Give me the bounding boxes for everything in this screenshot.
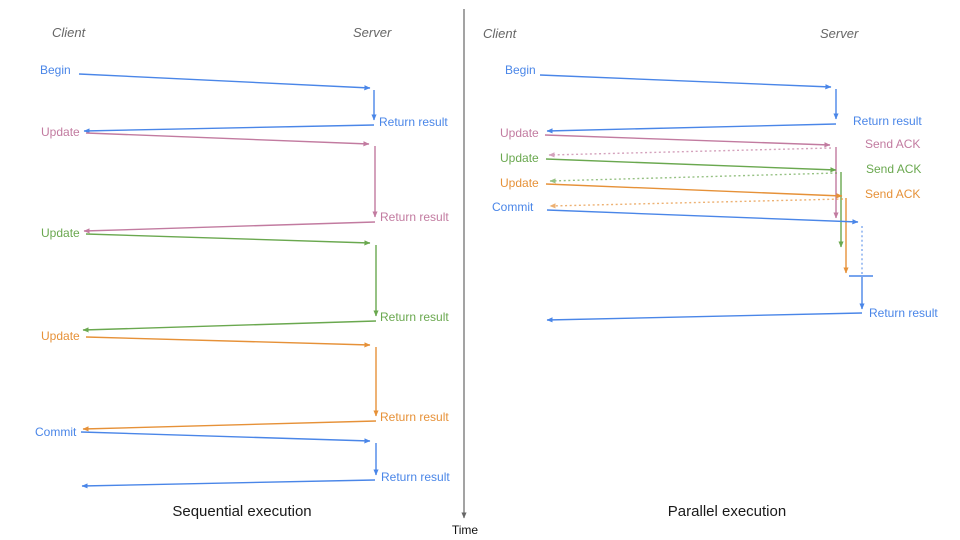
par-return-result-1-label: Return result bbox=[853, 114, 922, 128]
seq-update3-response bbox=[82, 420, 377, 432]
seq-begin-request bbox=[78, 73, 371, 91]
seq-update1-response bbox=[83, 221, 376, 234]
par-update1-request bbox=[544, 134, 831, 148]
seq-update-1-label: Update bbox=[41, 125, 80, 139]
par-update3-request bbox=[545, 183, 843, 199]
seq-server-header: Server bbox=[353, 25, 392, 40]
seq-update1-request bbox=[85, 132, 370, 147]
par-update-1-label: Update bbox=[500, 126, 539, 140]
par-begin-label: Begin bbox=[505, 63, 536, 77]
par-return-result-2-label: Return result bbox=[869, 306, 938, 320]
seq-update3-request bbox=[85, 336, 371, 348]
par-commit-response bbox=[546, 312, 863, 323]
par-client-header: Client bbox=[483, 26, 517, 41]
par-begin-request bbox=[539, 74, 832, 90]
seq-update2-response bbox=[82, 320, 377, 333]
par-commit-request bbox=[546, 209, 859, 225]
seq-return-result-1-label: Return result bbox=[379, 115, 448, 129]
seq-commit-label: Commit bbox=[35, 425, 77, 439]
par-update2-request bbox=[545, 158, 837, 173]
par-send-ack-3-label: Send ACK bbox=[865, 187, 921, 201]
time-axis-label: Time bbox=[451, 523, 479, 537]
par-commit-label: Commit bbox=[492, 200, 534, 214]
sequential-execution-title: Sequential execution bbox=[172, 503, 312, 520]
par-update-3-label: Update bbox=[500, 176, 539, 190]
par-send-ack-1-label: Send ACK bbox=[865, 137, 921, 151]
seq-update-2-label: Update bbox=[41, 226, 80, 240]
seq-update2-request bbox=[85, 233, 371, 246]
par-server-header: Server bbox=[820, 26, 859, 41]
parallel-execution-title: Parallel execution bbox=[667, 503, 787, 520]
seq-return-result-4-label: Return result bbox=[380, 410, 449, 424]
par-update1-ack bbox=[548, 147, 832, 158]
par-begin-response bbox=[546, 123, 837, 134]
seq-begin-label: Begin bbox=[40, 63, 71, 77]
seq-return-result-5-label: Return result bbox=[381, 470, 450, 484]
seq-commit-request bbox=[80, 431, 371, 444]
seq-client-header: Client bbox=[52, 25, 86, 40]
seq-return-result-3-label: Return result bbox=[380, 310, 449, 324]
seq-return-result-2-label: Return result bbox=[380, 210, 449, 224]
par-send-ack-2-label: Send ACK bbox=[866, 162, 922, 176]
par-update-2-label: Update bbox=[500, 151, 539, 165]
par-update2-ack bbox=[549, 172, 838, 184]
seq-update-3-label: Update bbox=[41, 329, 80, 343]
seq-begin-response bbox=[83, 124, 375, 134]
seq-commit-response bbox=[81, 479, 376, 489]
par-update3-ack bbox=[549, 198, 844, 209]
